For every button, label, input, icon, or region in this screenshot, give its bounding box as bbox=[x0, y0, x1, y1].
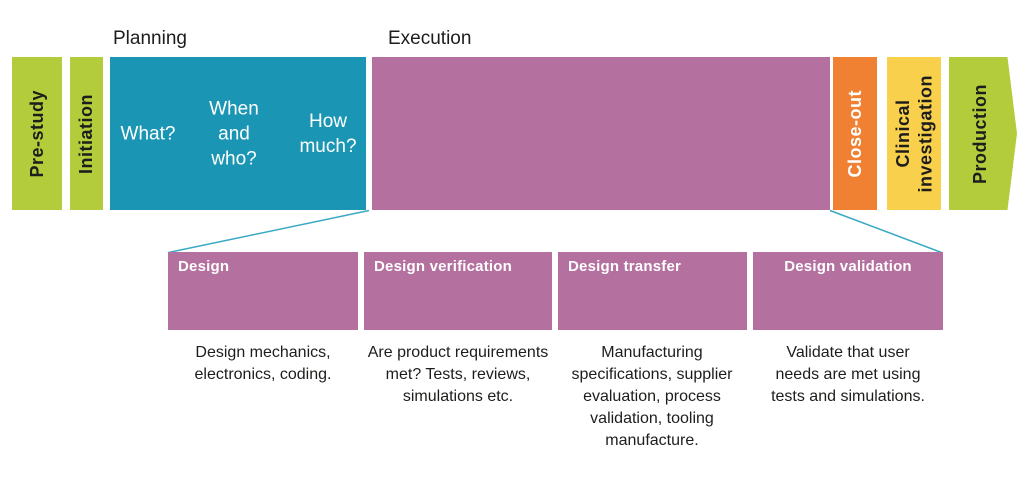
design-stage-box-transfer: Design transfer bbox=[558, 252, 747, 330]
phase-planning: What? When and who? How much? bbox=[110, 57, 366, 210]
design-stage-title: Design validation bbox=[784, 258, 912, 275]
design-stage-box-validation: Design validation bbox=[753, 252, 943, 330]
design-stage-description-transfer: Manufacturing specifications, supplier e… bbox=[571, 344, 733, 449]
design-stage-description-validation: Validate that user needs are met using t… bbox=[771, 344, 925, 405]
design-stage-title: Design bbox=[178, 258, 230, 275]
planning-question-when-who: When and who? bbox=[209, 98, 259, 169]
pre-study-label: Pre-study bbox=[26, 89, 47, 178]
design-stage-description-design: Design mechanics, electronics, coding. bbox=[194, 344, 332, 383]
clinical-investigation-label: Clinical investigation bbox=[892, 74, 936, 193]
planning-stage-label: Planning bbox=[113, 28, 187, 49]
production-label: Production bbox=[969, 83, 990, 184]
phase-production-arrow: Production bbox=[949, 57, 1017, 210]
close-out-label: Close-out bbox=[844, 89, 865, 178]
phase-pre-study: Pre-study bbox=[12, 57, 62, 210]
connector-line-left bbox=[168, 209, 370, 254]
planning-question-how-much: How much? bbox=[299, 110, 357, 157]
phase-initiation: Initiation bbox=[70, 57, 103, 210]
design-stage-box-design: Design bbox=[168, 252, 358, 330]
phase-execution bbox=[372, 57, 830, 210]
design-stage-title: Design verification bbox=[374, 258, 513, 275]
planning-question-what: What? bbox=[120, 123, 176, 144]
design-stage-title: Design transfer bbox=[568, 258, 682, 275]
phase-clinical-investigation: Clinical investigation bbox=[887, 57, 941, 210]
design-stage-description-verification: Are product requirements met? Tests, rev… bbox=[367, 344, 549, 405]
connector-line-right bbox=[829, 209, 942, 254]
phase-close-out: Close-out bbox=[833, 57, 877, 210]
initiation-label: Initiation bbox=[76, 93, 97, 174]
execution-stage-label: Execution bbox=[388, 28, 472, 49]
design-stage-box-verification: Design verification bbox=[364, 252, 552, 330]
